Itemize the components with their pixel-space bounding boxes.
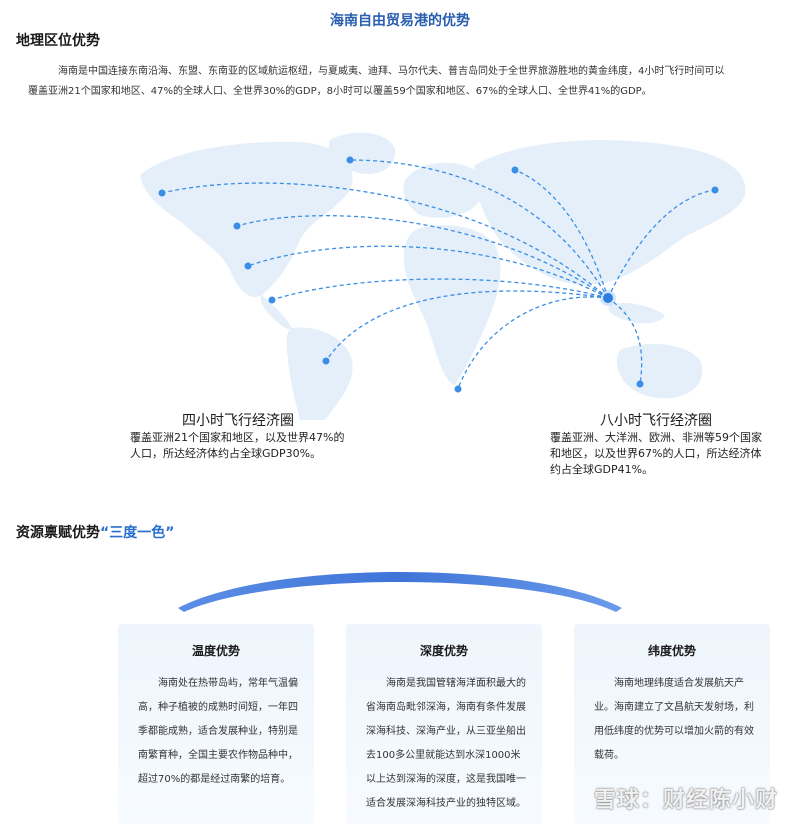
endpoint-dot — [268, 296, 276, 304]
circle4-title: 四小时飞行经济圈 — [182, 413, 294, 429]
world-map — [140, 132, 746, 420]
card-body: 海南地理纬度适合发展航天产业。海南建立了文昌航天发射场，利用低纬度的优势可以增加… — [594, 678, 754, 761]
geo-heading: 地理区位优势 — [16, 33, 100, 49]
card-title: 深度优势 — [419, 644, 468, 658]
card-title: 纬度优势 — [647, 644, 696, 658]
route-endpoints — [158, 156, 719, 393]
endpoint-dot — [711, 186, 719, 194]
endpoint-dot — [636, 380, 644, 388]
endpoint-dot — [454, 385, 462, 393]
route-6 — [247, 245, 609, 299]
decorative-arc — [178, 572, 622, 612]
geo-intro: 海南是中国连接东南沿海、东盟、东南亚的区域航运枢纽，与夏威夷、迪拜、马尔代夫、普… — [28, 66, 725, 97]
resource-heading-text: 资源禀赋优势 — [16, 525, 100, 541]
resource-heading: 资源禀赋优势“三度一色” — [16, 522, 174, 542]
route-3 — [607, 189, 716, 299]
endpoint-dot — [158, 189, 166, 197]
card-title: 温度优势 — [191, 644, 240, 658]
card-temperature: 温度优势 海南处在热带岛屿，常年气温偏高，种子植被的成熟时间短，一年四季都能成熟… — [118, 624, 314, 824]
page-title: 海南自由贸易港的优势 — [330, 13, 470, 29]
endpoint-dot — [244, 262, 252, 270]
route-2 — [514, 169, 609, 299]
endpoint-dot — [511, 166, 519, 174]
route-5 — [236, 215, 609, 299]
card-body: 海南是我国管辖海洋面积最大的省海南岛毗邻深海，海南有条件发展深海科技、深海产业，… — [366, 678, 526, 809]
circle4-desc: 覆盖亚洲21个国家和地区，以及世界47%的人口，所达经济体约占全球GDP30%。 — [130, 431, 345, 460]
endpoint-dot — [233, 222, 241, 230]
card-latitude: 纬度优势 海南地理纬度适合发展航天产业。海南建立了文昌航天发射场，利用低纬度的优… — [574, 624, 770, 824]
resource-heading-highlight: “三度一色” — [100, 525, 175, 541]
map-landmasses — [140, 132, 746, 420]
circle8-desc: 覆盖亚洲、大洋洲、欧洲、非洲等59个国家和地区，以及世界67%的人口，所达经济体… — [550, 431, 762, 476]
endpoint-dot — [322, 357, 330, 365]
route-7 — [271, 278, 609, 301]
watermark-text: 雪球：财经陈小财 — [593, 788, 778, 813]
circle8-title: 八小时飞行经济圈 — [600, 413, 712, 429]
flight-routes — [161, 159, 716, 390]
card-body: 海南处在热带岛屿，常年气温偏高，种子植被的成熟时间短，一年四季都能成熟，适合发展… — [138, 678, 298, 785]
hub-hainan-dot — [603, 293, 613, 303]
endpoint-dot — [346, 156, 354, 164]
card-depth: 深度优势 海南是我国管辖海洋面积最大的省海南岛毗邻深海，海南有条件发展深海科技、… — [346, 624, 542, 824]
route-9 — [457, 296, 609, 390]
route-1 — [349, 159, 609, 299]
route-10 — [607, 297, 643, 385]
